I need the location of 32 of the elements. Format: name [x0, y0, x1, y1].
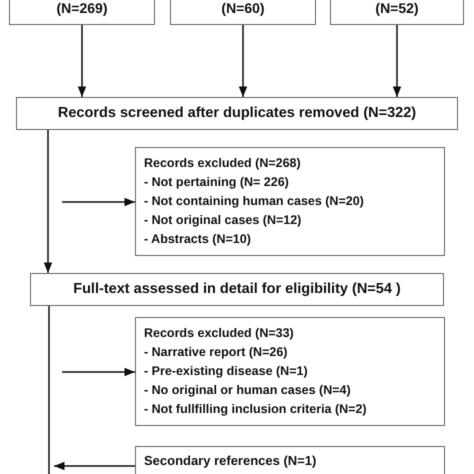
box-heading: Records excluded (N=33)	[144, 325, 294, 342]
arrow	[392, 25, 402, 97]
list-item: - Not original cases (N=12)	[144, 212, 302, 229]
list-item: - Not fullfilling inclusion criteria (N=2)	[144, 401, 367, 418]
list-item: - No original or human cases (N=4)	[144, 382, 351, 399]
list-item: - Pre-existing disease (N=1)	[144, 363, 308, 380]
list-item: - Abstracts (N=10)	[144, 231, 251, 248]
connector-line	[48, 306, 50, 474]
list-item: - Narrative report (N=26)	[144, 344, 288, 361]
process-box	[135, 446, 445, 474]
process-box	[16, 97, 458, 130]
box-label: (N=52)	[375, 0, 419, 17]
process-box	[330, 0, 464, 25]
arrow	[62, 198, 135, 206]
box-label: (N=269)	[56, 0, 108, 17]
arrow	[238, 25, 248, 97]
arrow	[44, 130, 52, 273]
process-box	[135, 317, 445, 426]
process-box	[30, 273, 444, 306]
process-box	[135, 147, 445, 256]
box-label: Records screened after duplicates removed (N=322)	[58, 104, 416, 122]
box-heading: Records excluded (N=268)	[144, 155, 301, 172]
list-item: - Not pertaining (N= 226)	[144, 174, 289, 191]
list-item: - Not containing human cases (N=20)	[144, 193, 364, 210]
box-label: Secondary references (N=1)	[144, 452, 316, 470]
arrow	[62, 368, 135, 376]
box-label: (N=60)	[221, 0, 265, 17]
process-box	[9, 0, 155, 25]
box-label: Full-text assessed in detail for eligibility (N=54 )	[73, 280, 401, 298]
process-box	[170, 0, 316, 25]
arrow	[78, 25, 86, 97]
arrow	[54, 462, 135, 470]
